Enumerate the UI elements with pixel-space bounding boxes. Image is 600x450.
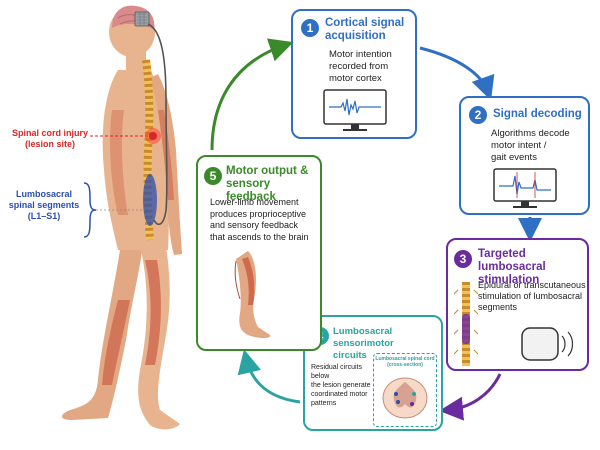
step-5-card: 5 Motor output &sensory feedback Lower-l… <box>196 155 322 351</box>
cord-inset: Lumbosacral spinal cord(cross-section) <box>373 353 437 427</box>
cord-cross-section-icon <box>382 377 428 419</box>
step-1-number: 1 <box>301 19 319 37</box>
lumbo-bracket <box>83 182 97 238</box>
decoding-monitor-icon <box>493 168 557 208</box>
arrow-4-to-5 <box>237 349 301 404</box>
step-2-number: 2 <box>469 106 487 124</box>
lumbosacral-highlight <box>143 174 157 226</box>
step-5-title: Motor output &sensory feedback <box>226 165 309 203</box>
arrow-3-to-4 <box>439 373 502 421</box>
step-3-number: 3 <box>454 250 472 268</box>
lumbo-sublabel: spinal segments <box>9 200 80 210</box>
eeg-monitor-icon <box>323 89 387 131</box>
arrow-1-to-2 <box>419 46 495 101</box>
cord-inset-label: Lumbosacral spinal cord(cross-section) <box>375 356 435 368</box>
sci-sublabel: (lesion site) <box>25 139 75 149</box>
sci-label: Spinal cord injury <box>12 128 88 138</box>
leg-muscle-icon <box>234 251 271 338</box>
human-figure <box>62 5 182 430</box>
stimulator-device-icon <box>521 327 574 361</box>
lumbo-label: Lumbosacral <box>16 189 72 199</box>
arrow-5-to-1 <box>210 38 294 151</box>
step-2-title: Signal decoding <box>493 108 582 120</box>
step-5-number: 5 <box>204 167 222 185</box>
lumbo-range: (L1–S1) <box>28 211 61 221</box>
spinal-electrode-icon <box>454 282 478 366</box>
